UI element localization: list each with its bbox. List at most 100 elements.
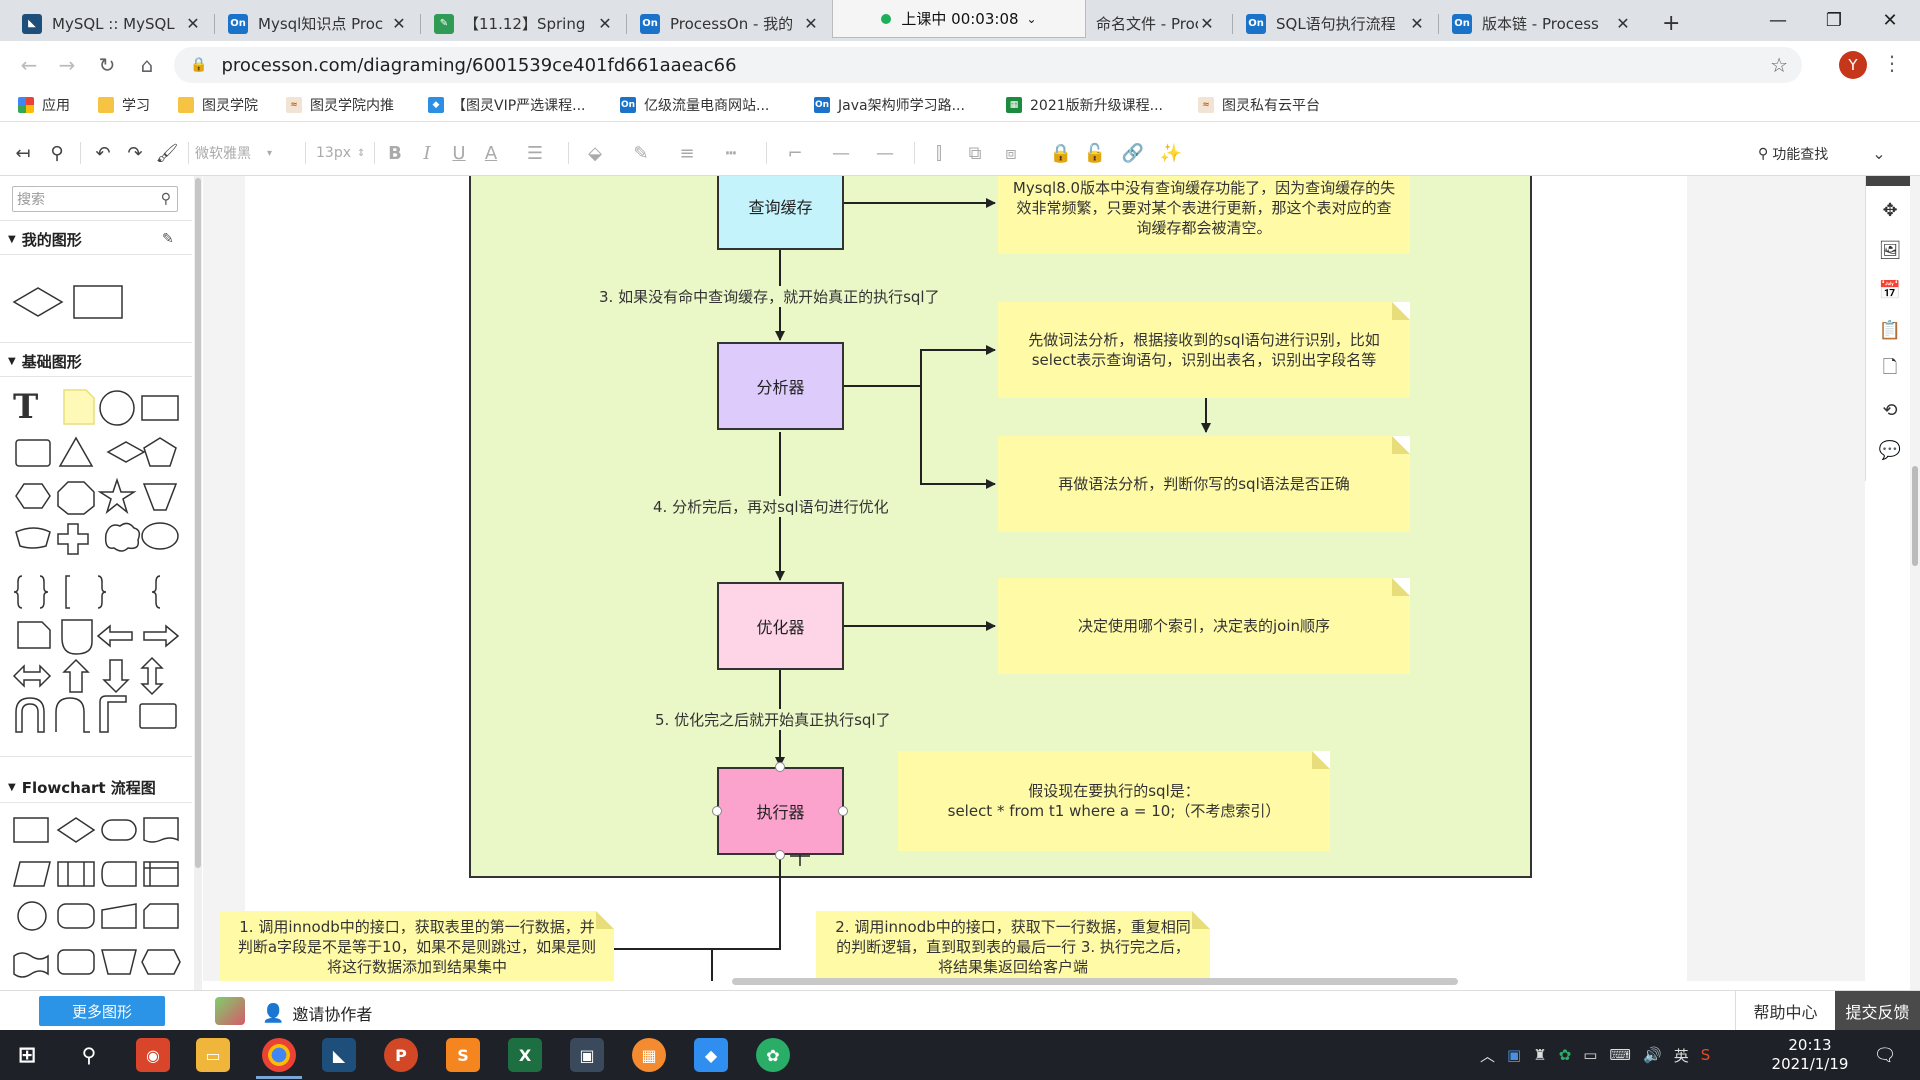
corner-shape-icon[interactable] [99,695,127,733]
lock-shape-icon[interactable]: 🔒 [1049,142,1073,164]
theme-icon[interactable]: 🖼 [1878,239,1902,261]
fill-bucket-icon[interactable]: ⬙ [588,142,602,164]
tab-version-chain[interactable]: On 版本链 - Process ✕ [1442,6,1642,41]
stored-data-icon[interactable] [101,861,137,887]
tab-close-icon[interactable]: ✕ [1200,14,1214,33]
loop-arrow-icon[interactable] [55,697,90,733]
link-icon[interactable]: 🔗 [1121,142,1145,164]
chrome-icon[interactable] [262,1038,296,1072]
data-shape-icon[interactable] [13,861,51,887]
paint-format-icon[interactable]: 🖌 [155,142,179,164]
format-brush-icon[interactable]: ⚲ [50,142,64,164]
recording-status-pill[interactable]: 上课中 00:03:08 ⌄ [832,0,1086,38]
line-start-icon[interactable]: — [832,142,850,164]
bring-front-icon[interactable]: ⧉ [968,142,982,164]
font-family-select[interactable]: 微软雅黑 ▾ [195,142,295,164]
font-size-select[interactable]: 13px ⇕ [316,142,366,164]
rectangle-shape-icon[interactable] [141,395,179,421]
connector-analyzer-to-lexical[interactable] [843,345,996,387]
search-icon[interactable]: ⚲ [81,1043,97,1067]
help-center-button[interactable]: 帮助中心 [1735,991,1835,1031]
u-turn-icon[interactable] [15,697,45,733]
tab-sql-flow[interactable]: On SQL语句执行流程 ✕ [1236,6,1436,41]
close-window-icon[interactable]: ✕ [1882,9,1898,31]
tab-mysql-knowledge[interactable]: On Mysql知识点 Proc ✕ [218,6,418,41]
circle-shape-icon[interactable] [99,390,135,426]
send-back-icon[interactable]: ⧈ [1005,142,1017,164]
terminator-shape-icon[interactable] [101,819,137,841]
data-attributes-icon[interactable]: 📋 [1878,319,1902,341]
display-shape-icon[interactable] [57,949,95,975]
down-arrow-icon[interactable] [102,659,130,694]
collapse-chevron-icon[interactable]: ⌄ [1872,143,1886,163]
reload-icon[interactable]: ↻ [98,53,116,77]
bookmark-folder-tuling[interactable]: 图灵学院 [178,94,258,116]
syntax-analysis-note[interactable]: 再做语法分析，判断你写的sql语法是否正确 [998,436,1410,532]
basic-shapes-header[interactable]: ▼ 基础图形 [8,350,82,372]
bookmark-java-architect[interactable]: On Java架构师学习路... [814,94,965,116]
back-arrow-icon[interactable]: ↤ [15,142,31,164]
bookmark-folder-study[interactable]: 学习 [98,94,150,116]
tab-close-icon[interactable]: ✕ [804,14,818,33]
sogou-icon[interactable]: S [1700,1046,1711,1064]
predefined-process-icon[interactable] [57,861,95,887]
selection-handle-bottom[interactable] [775,850,785,860]
left-bracket-icon[interactable] [65,575,70,609]
hexagon-icon[interactable] [15,483,51,509]
up-arrow-icon[interactable] [62,658,90,693]
navigator-icon[interactable]: ✥ [1882,199,1898,221]
diamond-icon[interactable] [106,441,146,463]
pentagon-icon[interactable] [143,437,177,467]
preparation-icon[interactable] [141,949,181,975]
bookmark-ecommerce[interactable]: On 亿级流量电商网站... [620,94,769,116]
new-tab-button[interactable]: + [1662,11,1681,36]
analyzer-node[interactable]: 分析器 [717,342,844,430]
sidebar-scrollbar[interactable] [194,176,202,996]
unlock-shape-icon[interactable]: 🔓 [1083,142,1107,164]
innodb-note-2[interactable]: 2. 调用innodb中的接口，获取下一行数据，重复相同的判断逻辑，直到取到表的… [816,911,1210,981]
horizontal-scrollbar-thumb[interactable] [732,978,1458,985]
sublime-icon[interactable]: S [446,1038,480,1072]
connector-executor-to-innodb-1[interactable] [613,854,781,950]
underline-button[interactable]: U [452,142,466,164]
query-cache-node[interactable]: 查询缓存 [717,176,844,250]
font-color-button[interactable]: A [484,142,498,164]
brace-alt-icon[interactable] [151,575,161,609]
speech-bubble-icon[interactable] [141,522,179,550]
selection-handle-left[interactable] [712,806,722,816]
tab-spring[interactable]: ✎ 【11.12】Spring ✕ [424,6,624,41]
menu-kebab-icon[interactable]: ⋮ [1882,51,1902,75]
tab-processon-mine[interactable]: On ProcessOn - 我的 ✕ [630,6,830,41]
comment-icon[interactable]: 💬 [1878,439,1902,461]
bookmark-star-icon[interactable]: ☆ [1770,53,1788,77]
notification-icon[interactable]: 🗨 [1873,1044,1897,1066]
alternate-process-icon[interactable] [57,903,95,929]
chevron-up-icon[interactable]: ︿ [1480,1046,1496,1065]
line-style-icon[interactable]: ┅ [725,142,737,164]
connector-shape-icon[interactable] [17,901,47,931]
my-shapes-header[interactable]: ▼ 我的图形 [8,228,82,250]
function-search[interactable]: ⚲ 功能查找 [1758,144,1828,164]
rect-alt-icon[interactable] [139,703,177,729]
tab-mysql[interactable]: ◣ MySQL :: MySQL ✕ [12,6,212,41]
cloud-icon[interactable] [104,522,141,552]
bookmark-private-cloud[interactable]: ≈ 图灵私有云平台 [1198,94,1320,116]
edge-label-step5[interactable]: 5. 优化完之后就开始真正执行sql了 [653,709,893,730]
innodb-note-1[interactable]: 1. 调用innodb中的接口，获取表里的第一行数据，并判断a字段是不是等于10… [220,911,614,981]
file-explorer-icon[interactable]: ▭ [196,1038,230,1072]
card-shape-icon[interactable] [143,903,179,929]
right-arrow-icon[interactable] [143,624,180,648]
lexical-analysis-note[interactable]: 先做词法分析，根据接收到的sql语句进行识别，比如select表示查询语句，识别… [998,302,1410,398]
feedback-button[interactable]: 提交反馈 [1835,991,1920,1031]
up-down-arrow-icon[interactable] [140,656,164,696]
page-setup-icon[interactable]: 📅 [1878,279,1902,301]
selection-handle-top[interactable] [775,762,785,772]
scrollbar-thumb[interactable] [195,178,201,868]
internal-storage-icon[interactable] [143,861,179,887]
network-icon[interactable]: ⌨ [1609,1046,1632,1064]
battery-icon[interactable]: ▭ [1583,1046,1598,1064]
powerpoint-icon[interactable]: P [384,1038,418,1072]
trapezoid-icon[interactable] [142,483,178,511]
diamond-shape[interactable] [12,287,64,317]
ime-indicator[interactable]: 英 [1673,1046,1689,1065]
